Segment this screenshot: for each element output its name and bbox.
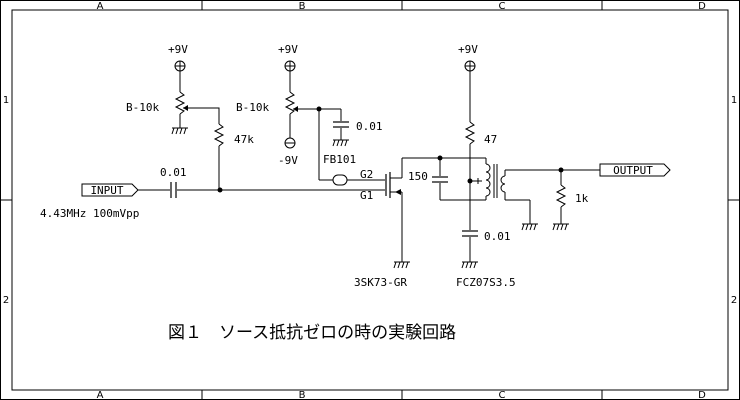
zone-row-2-left: 2 (3, 295, 9, 306)
zone-row-1-left: 1 (3, 95, 9, 106)
dual-gate-mosfet (385, 172, 402, 198)
ground-load (552, 223, 569, 231)
supply-terminal-1 (174, 60, 186, 72)
potentiometer-2 (284, 91, 319, 115)
input-port-label: INPUT (90, 184, 123, 197)
ground-coil-secondary (521, 223, 538, 231)
load-resistor (555, 184, 567, 208)
gate2-label: G2 (360, 168, 373, 181)
negative-supply-label: -9V (278, 154, 298, 167)
ground-pot-1 (171, 127, 188, 135)
tuning-capacitor-label: 150 (408, 170, 428, 183)
figure-caption: 図１ ソース抵抗ゼロの時の実験回路 (168, 323, 456, 343)
supply-bypass-capacitor-label: 0.01 (484, 230, 511, 243)
supply-terminal-2 (284, 60, 296, 72)
drain-resistor (464, 121, 476, 145)
ground-supply-capacitor (461, 261, 478, 269)
supply-bypass-capacitor (462, 230, 478, 237)
potentiometer-1-label: B-10k (126, 101, 159, 114)
gate-bias-resistor (213, 123, 225, 147)
junction-gate1 (217, 187, 223, 193)
zone-row-1-right: 1 (731, 95, 737, 106)
ground-mosfet-source (393, 261, 410, 269)
gate1-label: G1 (360, 189, 373, 202)
ferrite-bead-label: FB101 (323, 153, 356, 166)
zone-col-d-bottom: D (698, 390, 706, 400)
input-signal-label: 4.43MHz 100mVpp (40, 207, 139, 220)
supply-label-3: +9V (458, 43, 478, 56)
gate2-capacitor-label: 0.01 (356, 120, 383, 133)
mosfet-label: 3SK73-GR (354, 276, 407, 289)
ift-coil (470, 158, 506, 200)
potentiometer-2-label: B-10k (236, 101, 269, 114)
output-port: OUTPUT (599, 163, 671, 177)
supply-label-1: +9V (168, 43, 188, 56)
gate-bias-resistor-label: 47k (234, 133, 254, 146)
ground-gate2-capacitor (332, 139, 349, 147)
gate2-bypass-capacitor (333, 121, 349, 128)
supply-terminal-3 (464, 60, 476, 72)
zone-col-d-top: D (698, 1, 706, 12)
zone-col-a-bottom: A (97, 390, 104, 400)
zone-col-c-bottom: C (499, 390, 506, 400)
zone-col-b-bottom: B (299, 390, 306, 400)
load-resistor-label: 1k (575, 192, 589, 205)
input-capacitor-label: 0.01 (160, 166, 187, 179)
input-coupling-capacitor (170, 182, 177, 198)
zone-col-a-top: A (97, 1, 104, 12)
drain-resistor-label: 47 (484, 133, 497, 146)
zone-col-b-top: B (299, 1, 306, 12)
potentiometer-1 (174, 91, 220, 115)
coil-label: FCZ07S3.5 (456, 276, 516, 289)
negative-supply-terminal (284, 137, 296, 149)
input-port: INPUT (81, 183, 139, 197)
supply-label-2: +9V (278, 43, 298, 56)
zone-row-2-right: 2 (731, 295, 737, 306)
tuning-capacitor (432, 176, 448, 183)
output-port-label: OUTPUT (613, 164, 653, 177)
zone-col-c-top: C (499, 1, 506, 12)
